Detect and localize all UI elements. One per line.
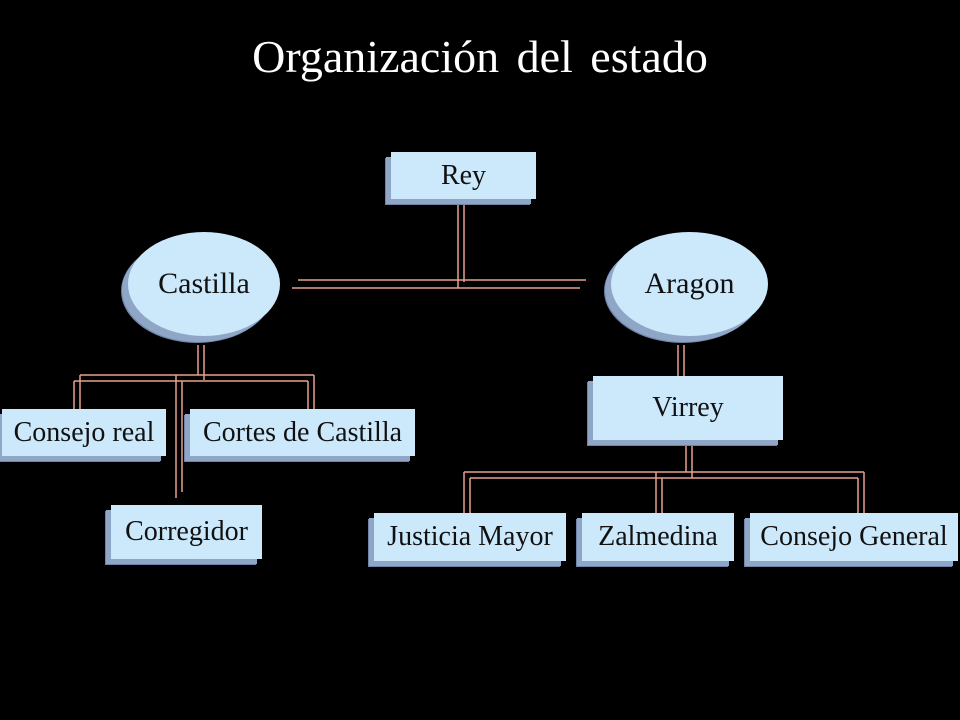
node-aragon: Aragon [611,232,768,336]
node-consejo-real: Consejo real [2,409,166,456]
node-virrey: Virrey [593,376,783,440]
node-castilla: Castilla [128,232,280,336]
node-justicia-mayor: Justicia Mayor [374,513,566,561]
node-corregidor: Corregidor [111,505,262,559]
node-cortes-castilla: Cortes de Castilla [190,409,415,456]
node-zalmedina: Zalmedina [582,513,734,561]
page-title: Organización del estado [252,31,708,82]
node-consejo-general: Consejo General [750,513,958,561]
node-rey: Rey [391,152,536,199]
